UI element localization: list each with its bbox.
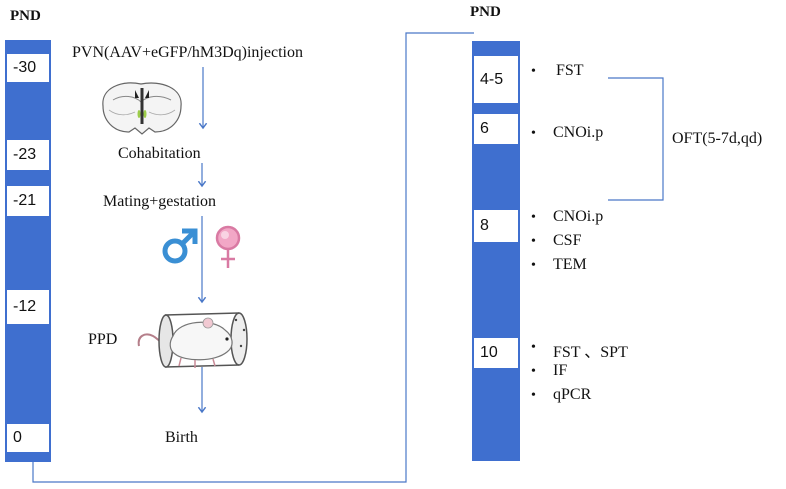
left-pnd-header: PND — [10, 8, 41, 24]
item-qpcr: qPCR — [553, 386, 592, 403]
bullet: • — [531, 340, 536, 355]
mouse-in-tube-icon — [137, 312, 248, 368]
bullet: • — [531, 364, 536, 379]
left-tick-3: -12 — [7, 290, 49, 324]
step-mating-gestation: Mating+gestation — [103, 193, 217, 210]
ppd-label: PPD — [88, 331, 118, 348]
bullet: • — [531, 258, 536, 273]
item-cno-ip-day8: CNOi.p — [553, 208, 604, 225]
item-fst: FST — [556, 62, 584, 79]
female-symbol-icon — [215, 225, 241, 268]
step-birth: Birth — [165, 429, 198, 446]
oft-label: OFT(5-7d,qd) — [672, 130, 763, 147]
item-csf: CSF — [553, 232, 582, 249]
step-injection: PVN(AAV+eGFP/hM3Dq)injection — [72, 44, 303, 61]
right-day-8: 8 — [474, 210, 518, 242]
left-timeline-bar — [5, 40, 51, 462]
timeline-connector — [32, 32, 474, 483]
item-cno-ip-day6: CNOi.p — [553, 124, 604, 141]
bullet: • — [531, 126, 536, 141]
bullet: • — [531, 64, 536, 79]
item-if: IF — [553, 362, 568, 379]
bullet: • — [531, 234, 536, 249]
bullet: • — [531, 210, 536, 225]
left-tick-0: -30 — [7, 54, 49, 82]
item-fst-spt: FST 、SPT — [553, 344, 628, 361]
step-cohabitation: Cohabitation — [118, 145, 201, 162]
left-tick-1: -23 — [7, 140, 49, 170]
brain-section-icon — [102, 82, 182, 135]
oft-bracket — [608, 77, 664, 201]
left-tick-2: -21 — [7, 186, 49, 216]
right-day-4-5: 4-5 — [474, 56, 518, 103]
right-day-6: 6 — [474, 114, 518, 144]
right-pnd-header: PND — [470, 4, 501, 20]
left-tick-4: 0 — [7, 424, 49, 452]
bullet: • — [531, 388, 536, 403]
right-day-10: 10 — [474, 338, 518, 368]
item-tem: TEM — [553, 256, 587, 273]
male-symbol-icon — [162, 228, 198, 264]
right-timeline-bar — [472, 41, 520, 461]
